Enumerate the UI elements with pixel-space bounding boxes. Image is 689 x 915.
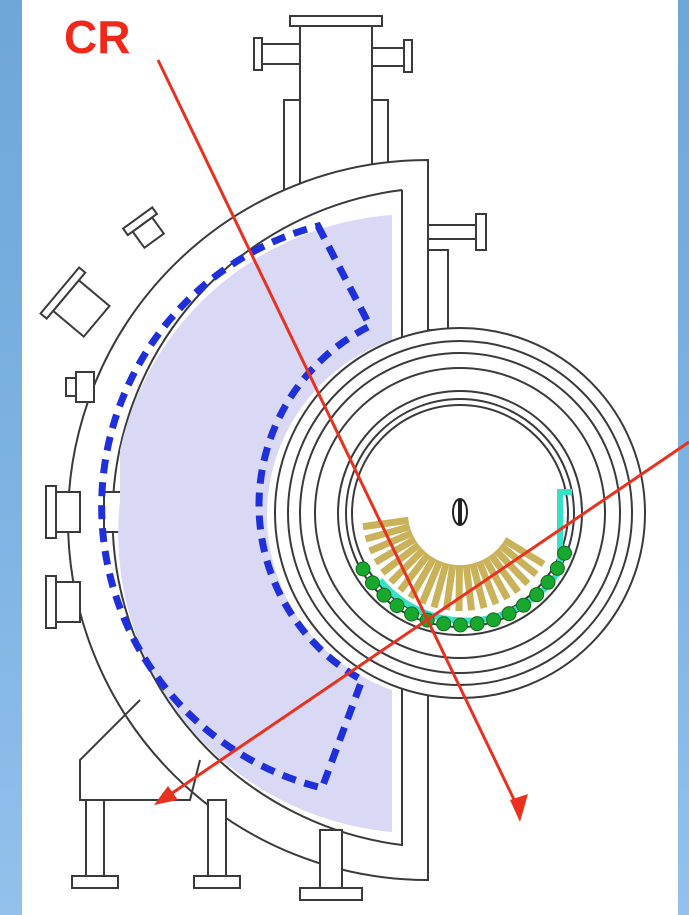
green-dot-icon (404, 606, 420, 622)
pmt-icon (397, 552, 432, 593)
green-dot-icon (516, 597, 532, 613)
pmt-icon (430, 562, 450, 609)
green-dot-icon (452, 617, 468, 633)
green-dot-icon (485, 612, 501, 628)
pmt-icon (380, 541, 421, 576)
green-dot-icon (557, 545, 573, 561)
green-dot-icon (376, 587, 392, 603)
support-legs (71, 699, 363, 901)
arrow-head-icon (510, 794, 528, 822)
pmt-icon (498, 542, 539, 578)
pmt-array (362, 516, 546, 612)
central-source (452, 498, 468, 526)
pmt-icon (362, 516, 409, 531)
green-dot-icon (529, 587, 545, 603)
side-nozzles (39, 206, 166, 629)
green-dot-icon (436, 616, 452, 632)
pmt-icon (482, 556, 511, 601)
pmt-icon (475, 560, 500, 606)
green-dot-icon (549, 560, 565, 576)
green-dot-icon (501, 606, 517, 622)
cr-label: CR (64, 11, 130, 63)
right-nozzles (427, 213, 487, 331)
pmt-icon (502, 537, 546, 568)
pmt-icon (493, 548, 531, 587)
green-dot-array (355, 545, 573, 633)
liquid-volume (118, 215, 393, 832)
green-dot-icon (469, 616, 485, 632)
green-dot-icon (364, 575, 380, 591)
green-dot-icon (355, 561, 371, 577)
pmt-icon (388, 547, 426, 585)
pmt-icon (418, 559, 444, 605)
pmt-icon (462, 564, 476, 611)
pmt-icon (364, 523, 411, 543)
ray-secondary (154, 440, 689, 805)
dashed-region-outlines (98, 221, 375, 793)
pmt-icon (488, 552, 521, 594)
pmt-icon (442, 564, 457, 611)
arrow-head-icon (154, 786, 178, 805)
ray-cr (156, 59, 528, 822)
green-dot-icon (540, 574, 556, 590)
green-dot-icon (389, 598, 405, 614)
